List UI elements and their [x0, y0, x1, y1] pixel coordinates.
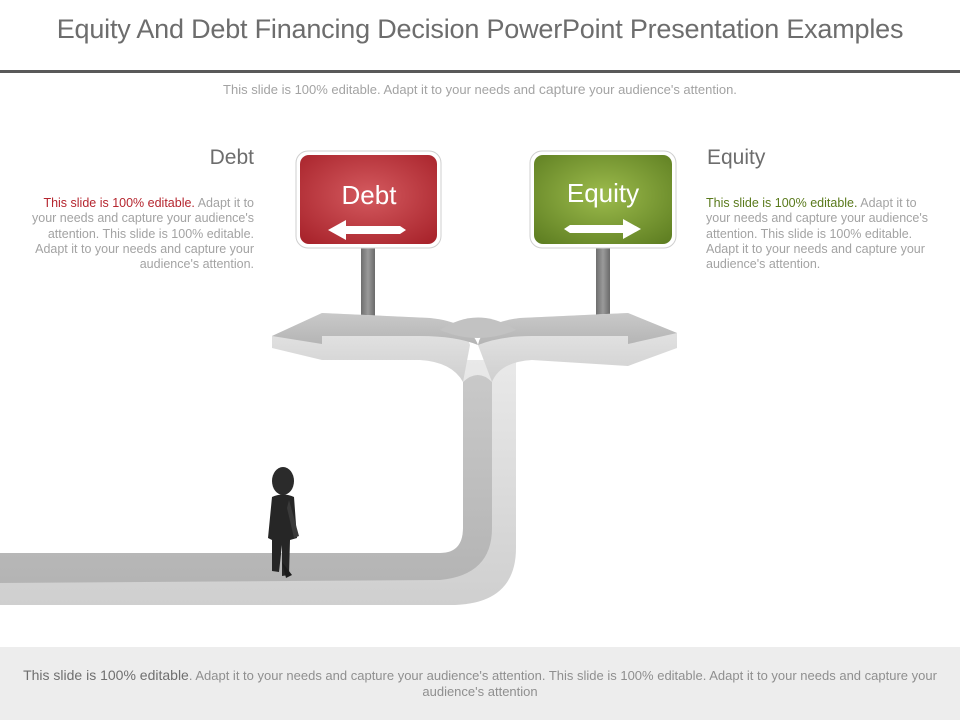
debt-description: This slide is 100% editable. Adapt it to…: [16, 196, 254, 272]
debt-sign-label: Debt: [341, 180, 397, 210]
right-arrow-icon: [564, 219, 641, 239]
debt-sign: [295, 150, 442, 249]
road-path: [0, 313, 677, 605]
equity-sign-pole: [596, 246, 610, 320]
footer-text: This slide is 100% editable. Adapt it to…: [0, 667, 960, 700]
subtitle-text-a: This slide is 100% editable. Adapt it to…: [223, 82, 539, 97]
subtitle-text-b: your audience's attention.: [585, 82, 737, 97]
left-arrow-icon: [328, 220, 406, 240]
equity-description-lead: This slide is 100% editable.: [706, 196, 858, 210]
footer-text-body: . Adapt it to your needs and capture you…: [188, 668, 937, 699]
debt-sign-pole: [361, 246, 375, 320]
equity-sign: [529, 150, 677, 249]
equity-heading: Equity: [707, 146, 766, 169]
person-figure-icon: [268, 467, 299, 578]
equity-description-body: Adapt it to your needs and capture your …: [706, 196, 928, 272]
equity-sign-label: Equity: [566, 178, 640, 208]
debt-heading: Debt: [209, 146, 254, 169]
slide-subtitle: This slide is 100% editable. Adapt it to…: [0, 81, 960, 97]
debt-description-lead: This slide is 100% editable.: [43, 196, 195, 210]
subtitle-text-capture: capture: [538, 81, 586, 97]
equity-description: This slide is 100% editable. Adapt it to…: [706, 196, 944, 272]
title-divider: [0, 70, 960, 73]
footer-band: [0, 647, 960, 720]
debt-description-body: Adapt it to your needs and capture your …: [32, 196, 254, 272]
slide-title: Equity And Debt Financing Decision Power…: [56, 14, 904, 44]
footer-text-lead: This slide is 100% editable: [23, 667, 189, 683]
